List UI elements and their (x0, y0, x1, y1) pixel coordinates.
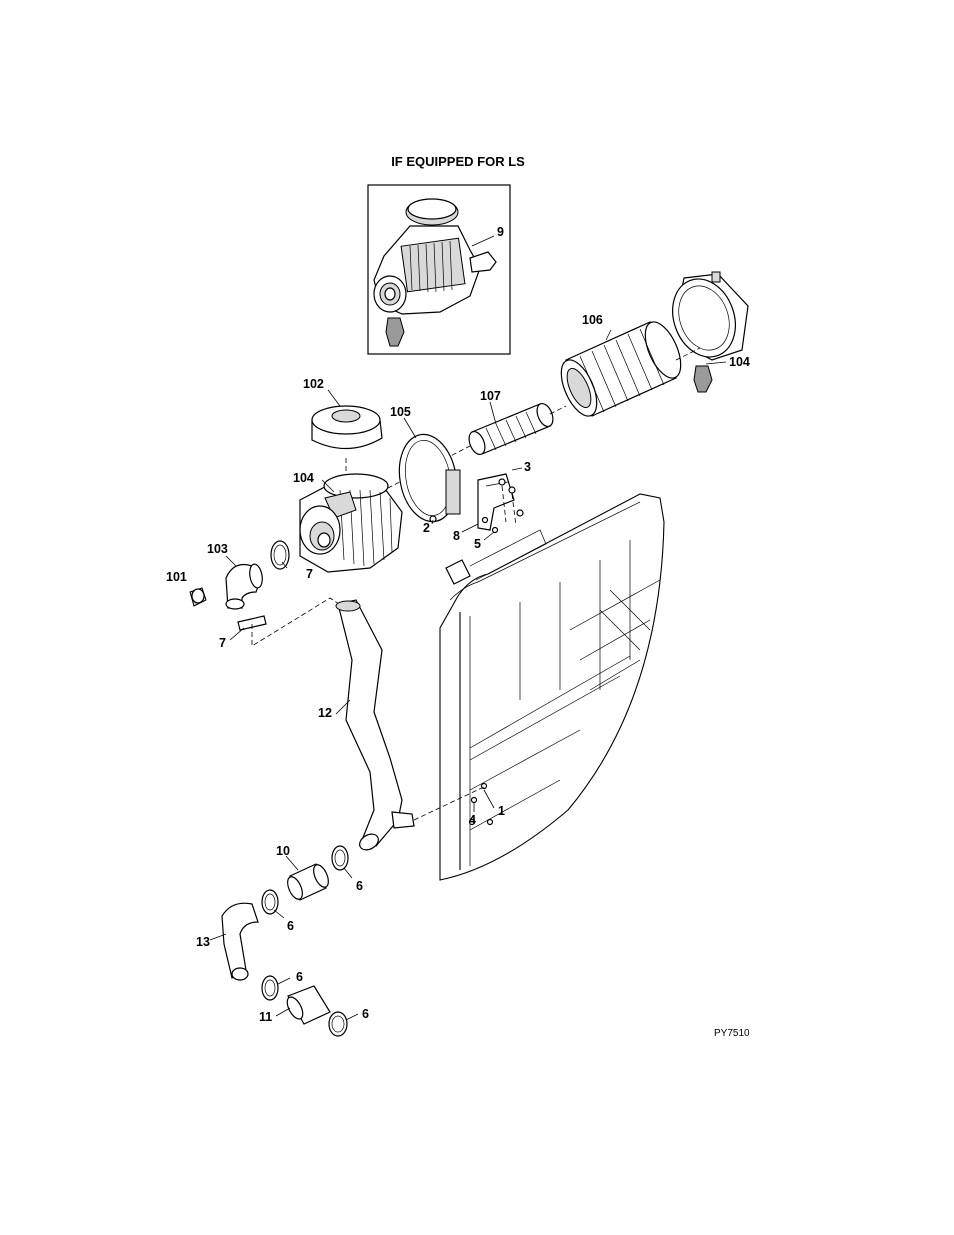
hose-coupler (287, 863, 329, 901)
mounting-band (398, 433, 461, 523)
air-cleaner-housing (299, 473, 403, 573)
clamp-6-c (261, 975, 279, 1001)
callout-10: 10 (276, 844, 290, 858)
callout-105: 105 (390, 405, 411, 419)
air-cleaner-end-cover (672, 271, 749, 393)
callout-6-d: 6 (362, 1007, 369, 1021)
callout-1: 1 (498, 804, 505, 818)
callout-107: 107 (480, 389, 501, 403)
hose-clamp-upper (270, 540, 290, 570)
callout-6-b: 6 (287, 919, 294, 933)
clamp-6-b (261, 889, 279, 915)
callout-5: 5 (474, 537, 481, 551)
mounting-bracket (477, 473, 524, 534)
callout-9: 9 (497, 225, 504, 239)
clamp-6-a (331, 845, 349, 871)
callout-8: 8 (453, 529, 460, 543)
safety-filter-element (468, 402, 554, 456)
callout-13: 13 (196, 935, 210, 949)
intake-tube (286, 985, 331, 1025)
air-cleaner-top-cover (311, 405, 383, 478)
callout-3: 3 (524, 460, 531, 474)
callout-104-upper: 104 (729, 355, 750, 369)
intake-hose (335, 599, 415, 851)
assembly-centerline (344, 347, 701, 511)
callout-6-a: 6 (356, 879, 363, 893)
clamp-6-d (328, 1011, 348, 1037)
elbow-centerline (251, 597, 343, 647)
lower-hose (221, 902, 259, 981)
inlet-elbow (225, 563, 263, 610)
callout-12: 12 (318, 706, 332, 720)
callout-11: 11 (259, 1010, 272, 1024)
small-clamp (237, 615, 267, 631)
callout-7-lower: 7 (219, 636, 226, 650)
callout-102: 102 (303, 377, 324, 391)
callout-7-upper: 7 (306, 567, 313, 581)
callout-labels: 9 106 104 102 107 105 3 104 2 8 5 103 7 … (166, 225, 750, 1024)
leader-lines (209, 329, 727, 1021)
machine-frame-cutaway (413, 493, 665, 881)
callout-106: 106 (582, 313, 603, 327)
callout-4: 4 (469, 813, 476, 827)
callout-103: 103 (207, 542, 228, 556)
vacuator-cap (189, 587, 207, 607)
callout-101: 101 (166, 570, 187, 584)
diagram-heading: IF EQUIPPED FOR LS (391, 154, 525, 169)
callout-2: 2 (423, 521, 430, 535)
inset-ls-air-cleaner (367, 184, 511, 355)
primary-filter-element (560, 321, 682, 417)
callout-104-lower: 104 (293, 471, 314, 485)
drawing-reference-code: PY7510 (714, 1028, 750, 1039)
callout-6-c: 6 (296, 970, 303, 984)
